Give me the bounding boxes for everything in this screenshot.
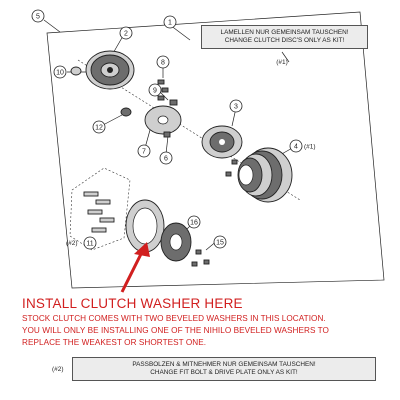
drive-plate bbox=[125, 199, 165, 253]
part-callout-16: 16 bbox=[187, 215, 201, 229]
part-callout-3: 3 bbox=[229, 99, 243, 113]
svg-text:12: 12 bbox=[95, 125, 103, 132]
svg-text:1: 1 bbox=[168, 20, 172, 27]
svg-text:5: 5 bbox=[36, 14, 40, 21]
note-bottom-ref: (#2) bbox=[52, 366, 64, 373]
spacer-9 bbox=[169, 99, 178, 106]
note-bottom-line-de: PASSBOLZEN & MITNEHMER NUR GEMEINSAM TAU… bbox=[132, 361, 316, 368]
clutch-basket bbox=[85, 50, 135, 90]
note-clutch-disc-kit: LAMELLEN NUR GEMEINSAM TAUSCHEN! CHANGE … bbox=[201, 25, 368, 49]
part-callout-9: 9 bbox=[148, 83, 162, 97]
inner-hub-3 bbox=[201, 125, 243, 159]
svg-text:11: 11 bbox=[86, 241, 93, 248]
install-instruction-line: YOU WILL ONLY BE INSTALLING ONE OF THE N… bbox=[22, 326, 329, 335]
part-callout-11: (#2) 11 bbox=[66, 236, 97, 250]
svg-text:2: 2 bbox=[124, 31, 128, 38]
assembly-frame bbox=[46, 11, 385, 289]
svg-text:10: 10 bbox=[56, 70, 64, 77]
fit-bolt-group-outline bbox=[69, 167, 131, 251]
part-callout-1: 1 bbox=[163, 15, 177, 29]
small-parts-15 bbox=[191, 249, 210, 267]
svg-text:16: 16 bbox=[190, 220, 198, 227]
part-callout-5: 5 bbox=[31, 9, 45, 23]
svg-text:3: 3 bbox=[234, 104, 238, 111]
svg-text:4: 4 bbox=[294, 144, 298, 151]
part-callout-8: 8 bbox=[156, 55, 170, 69]
note-top-line-en: CHANGE CLUTCH DISC'S ONLY AS KIT! bbox=[224, 37, 345, 44]
note-bottom-line-en: CHANGE FIT BOLT & DRIVE PLATE ONLY AS KI… bbox=[150, 369, 298, 376]
install-instruction-line: REPLACE THE WEAKEST OR SHORTEST ONE. bbox=[22, 338, 207, 347]
pressure-plate-7 bbox=[144, 105, 182, 135]
clutch-disc-pack-4 bbox=[237, 147, 293, 203]
svg-text:7: 7 bbox=[142, 149, 146, 156]
svg-text:(#1): (#1) bbox=[304, 144, 316, 151]
beveled-washer-16 bbox=[160, 222, 192, 262]
install-arrow bbox=[120, 242, 150, 293]
part-callout-12: 12 bbox=[92, 120, 106, 134]
pin-6 bbox=[163, 131, 171, 138]
part-callout-10: 10 bbox=[53, 65, 67, 79]
bolts-8 bbox=[157, 79, 169, 101]
ref-callout-top: (#1) bbox=[276, 59, 288, 66]
svg-text:(#1): (#1) bbox=[276, 59, 288, 66]
part-callout-4: 4 (#1) bbox=[289, 139, 316, 153]
install-washer-heading: INSTALL CLUTCH WASHER HERE bbox=[22, 296, 243, 311]
svg-text:(#2): (#2) bbox=[66, 240, 78, 247]
part-callout-6: 6 bbox=[159, 151, 173, 165]
nut-12 bbox=[120, 107, 132, 117]
svg-text:8: 8 bbox=[161, 60, 165, 67]
part-callout-2: 2 bbox=[119, 26, 133, 40]
svg-text:6: 6 bbox=[164, 156, 168, 163]
fit-bolts-11 bbox=[83, 191, 115, 233]
part-callout-7: 7 bbox=[137, 144, 151, 158]
part-callout-15: 15 bbox=[213, 235, 227, 249]
svg-text:9: 9 bbox=[153, 88, 157, 95]
install-instruction-line: STOCK CLUTCH COMES WITH TWO BEVELED WASH… bbox=[22, 314, 326, 323]
note-top-line-de: LAMELLEN NUR GEMEINSAM TAUSCHEN! bbox=[220, 29, 349, 36]
washer-10 bbox=[70, 66, 82, 76]
note-fit-bolt-kit: PASSBOLZEN & MITNEHMER NUR GEMEINSAM TAU… bbox=[72, 357, 376, 381]
svg-text:15: 15 bbox=[216, 240, 224, 247]
